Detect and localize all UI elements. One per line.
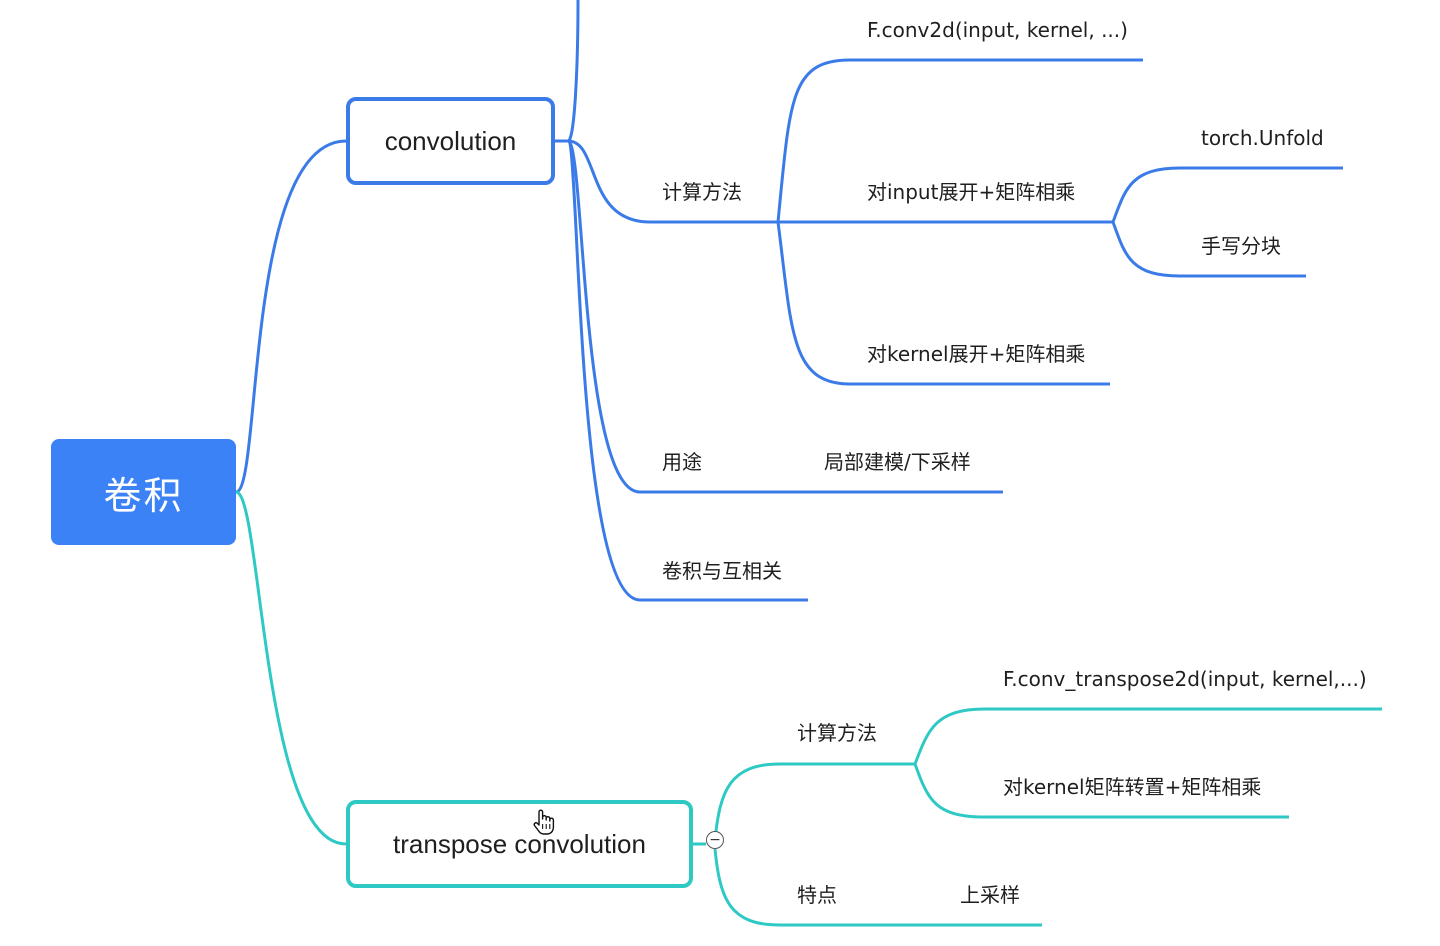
edge-unfold-torch xyxy=(1111,166,1343,223)
edge-compute-fconv xyxy=(776,58,1143,223)
edge-compute-unfold-kernel xyxy=(776,221,1110,386)
compute-method-node[interactable]: 计算方法 xyxy=(662,180,742,204)
edge-transpose-compute xyxy=(713,762,915,841)
edge-root-convolution xyxy=(235,139,347,494)
hand-pointer-icon xyxy=(533,809,555,835)
edge-tcompute-kernel xyxy=(913,763,1289,819)
fconv2d-node[interactable]: F.conv2d(input, kernel, ...) xyxy=(867,18,1128,42)
edge-tcompute-fconv xyxy=(913,707,1382,765)
edge-convolution-compute xyxy=(567,139,778,224)
manual-blocks-node[interactable]: 手写分块 xyxy=(1201,234,1281,258)
edge-transpose-feature xyxy=(713,848,1042,927)
edge-convolution-correlation xyxy=(566,139,808,602)
convolution-label: convolution xyxy=(384,125,517,156)
collapse-minus-icon[interactable]: − xyxy=(706,831,724,849)
feature-node[interactable]: 特点 xyxy=(797,883,837,907)
correlation-node[interactable]: 卷积与互相关 xyxy=(662,559,782,583)
edge-root-transpose xyxy=(235,490,347,846)
transpose-compute-node[interactable]: 计算方法 xyxy=(797,721,877,745)
torch-unfold-node[interactable]: torch.Unfold xyxy=(1201,126,1324,150)
edge-convolution-usage xyxy=(566,139,1003,494)
unfold-input-node[interactable]: 对input展开+矩阵相乘 xyxy=(867,180,1076,204)
feature-value-node[interactable]: 上采样 xyxy=(960,883,1020,907)
convolution-node[interactable]: convolution xyxy=(346,97,555,185)
edge-convolution-top xyxy=(555,0,580,143)
root-label: 卷积 xyxy=(103,473,184,518)
collapse-symbol: − xyxy=(709,832,721,848)
edge-unfold-manual xyxy=(1111,221,1306,278)
usage-node[interactable]: 用途 xyxy=(662,450,702,474)
root-node[interactable]: 卷积 xyxy=(51,439,236,545)
transpose-convolution-node[interactable]: transpose convolution xyxy=(346,800,693,888)
unfold-kernel-node[interactable]: 对kernel展开+矩阵相乘 xyxy=(867,342,1086,366)
fconv-transpose-node[interactable]: F.conv_transpose2d(input, kernel,...) xyxy=(1003,667,1367,691)
kernel-transpose-node[interactable]: 对kernel矩阵转置+矩阵相乘 xyxy=(1003,775,1262,799)
usage-value-node[interactable]: 局部建模/下采样 xyxy=(824,450,971,474)
transpose-convolution-label: transpose convolution xyxy=(393,828,646,859)
